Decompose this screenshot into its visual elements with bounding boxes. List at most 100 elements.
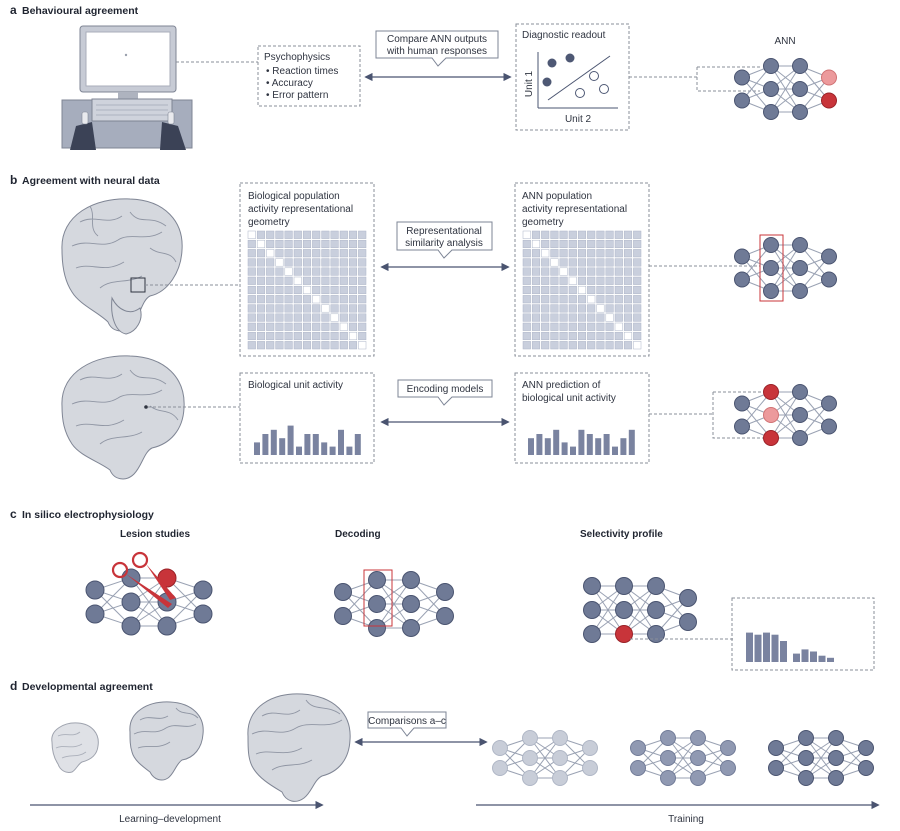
- rsm-cell: [614, 304, 623, 313]
- diagnostic-readout-title: Diagnostic readout: [522, 30, 606, 41]
- bar: [312, 434, 319, 455]
- rsm-cell: [302, 285, 312, 295]
- rsm-cell: [633, 258, 642, 267]
- rsm-cell: [284, 258, 293, 267]
- rsm-cell: [339, 267, 348, 276]
- rsm-cell: [275, 267, 284, 276]
- rsm-cell: [293, 258, 302, 267]
- rsm-cell: [559, 322, 568, 331]
- rsm-cell: [568, 322, 577, 331]
- rsm-cell: [541, 331, 550, 341]
- bar: [544, 438, 551, 455]
- rsm-cell: [531, 322, 541, 331]
- rsm-cell: [623, 285, 633, 295]
- ann-network-late: [768, 730, 874, 786]
- rsm-cell: [541, 249, 550, 258]
- rsm-cell: [596, 295, 605, 304]
- rsa-callout-line2: similarity analysis: [405, 238, 483, 249]
- ann-node: [679, 589, 697, 607]
- ann-prediction-title-line: ANN prediction of: [522, 380, 601, 391]
- ann-node: [798, 730, 814, 746]
- rsm-cell: [614, 285, 623, 295]
- rsm-cell: [330, 295, 339, 304]
- rsm-cell: [577, 249, 587, 258]
- rsm-cell: [247, 313, 256, 322]
- rsm-cell: [605, 239, 614, 249]
- rsm-cell: [321, 285, 330, 295]
- ann-node: [368, 595, 386, 613]
- brain-illustration: [61, 198, 183, 335]
- rsm-cell: [275, 331, 284, 341]
- rsm-cell: [587, 341, 596, 350]
- rsm-cell: [275, 285, 284, 295]
- rsm-cell: [293, 295, 302, 304]
- rsm-cell: [522, 304, 531, 313]
- rsm-cell: [531, 295, 541, 304]
- rsm-cell: [577, 313, 587, 322]
- readout-unit1-label: Unit 1: [524, 71, 535, 98]
- rsm-cell: [623, 239, 633, 249]
- encoding-callout-label: Encoding models: [407, 384, 484, 395]
- rsm-cell: [587, 331, 596, 341]
- ann-rsm-title-line: activity representational: [522, 204, 627, 215]
- ann-node: [552, 770, 568, 786]
- rsm-cell: [623, 276, 633, 285]
- ann-connection: [529, 737, 561, 779]
- rsm-cell: [284, 295, 293, 304]
- rsm-cell: [312, 258, 321, 267]
- panel-b-title: Agreement with neural data: [22, 175, 160, 187]
- ann-node: [157, 616, 177, 636]
- ann-node: [402, 619, 420, 637]
- rsm-cell: [293, 322, 302, 331]
- rsm-cell: [522, 276, 531, 285]
- rsm-cell: [266, 313, 275, 322]
- bio-rsm-title-line: Biological population: [248, 191, 340, 202]
- rsm-cell: [348, 295, 358, 304]
- bar: [528, 438, 534, 455]
- ann-layer-highlight: [759, 234, 784, 302]
- rsm-cell: [623, 313, 633, 322]
- rsm-cell: [577, 267, 587, 276]
- rsm-cell: [605, 295, 614, 304]
- rsm-cell: [293, 341, 302, 350]
- ann-node: [821, 92, 837, 109]
- ann-node: [630, 740, 646, 756]
- ann-node: [821, 248, 837, 265]
- rsm-cell: [633, 230, 642, 239]
- rsm-cell: [330, 230, 339, 239]
- ann-connection: [591, 585, 625, 635]
- rsm-cell: [531, 331, 541, 341]
- rsm-cell: [321, 267, 330, 276]
- brain-illustration: [61, 355, 185, 480]
- ann-rsm-box: [514, 182, 650, 357]
- rsm-cell: [522, 322, 531, 331]
- rsm-cell: [605, 230, 614, 239]
- rsm-cell: [568, 267, 577, 276]
- rsm-cell: [275, 322, 284, 331]
- rsm-cell: [312, 295, 321, 304]
- rsm-cell: [302, 331, 312, 341]
- rsm-cell: [247, 276, 256, 285]
- rsm-cell: [559, 276, 568, 285]
- ann-prediction-box: [514, 372, 650, 464]
- ann-network-selectivity: [583, 577, 697, 643]
- readout-point-open: [589, 71, 599, 81]
- rsm-cell: [633, 267, 642, 276]
- panel-c-title: In silico electrophysiology: [22, 509, 154, 521]
- rsm-cell: [284, 276, 293, 285]
- rsm-cell: [531, 341, 541, 350]
- rsm-cell: [568, 285, 577, 295]
- ann-node: [768, 760, 784, 776]
- bar: [754, 634, 762, 662]
- ann-node: [828, 750, 844, 766]
- panel-d: d Developmental agreement Comparisons a–…: [10, 679, 880, 825]
- rsm-cell: [284, 304, 293, 313]
- bar: [746, 632, 753, 662]
- rsm-cell: [275, 276, 284, 285]
- bar: [810, 651, 817, 662]
- readout-point-open: [599, 84, 609, 94]
- readout-point-open: [575, 88, 585, 98]
- ann-node: [763, 283, 779, 299]
- rsm-cell: [330, 313, 339, 322]
